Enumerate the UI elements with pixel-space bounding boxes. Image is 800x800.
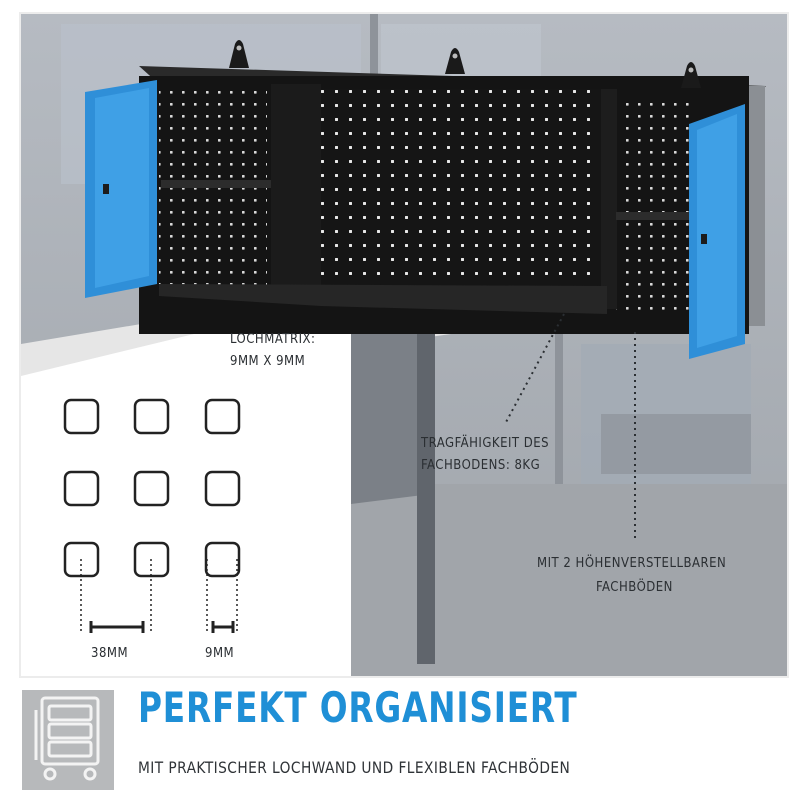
load-capacity-line1: TRAGFÄHIGKEIT DES — [421, 436, 550, 451]
shelf-right — [616, 212, 696, 220]
left-door-inner — [95, 88, 149, 288]
pegboard-center — [321, 89, 601, 294]
footer-banner: PERFEKT ORGANISIERT MIT PRAKTISCHER LOCH… — [0, 680, 800, 800]
hole-matrix-size: 9MM X 9MM — [230, 354, 306, 369]
cabinet-side — [749, 86, 765, 326]
workbench-leg — [417, 314, 435, 664]
door-lock-icon — [701, 234, 707, 244]
shelf-left — [161, 180, 271, 188]
hanging-bracket-icon — [445, 48, 465, 74]
door-lock-icon — [103, 184, 109, 194]
shelves-line2: FACHBÖDEN — [596, 580, 673, 595]
load-capacity-line2: FACHBODENS: 8KG — [421, 458, 541, 473]
headline: PERFEKT ORGANISIERT — [138, 683, 578, 732]
hole-width-label: 9MM — [205, 646, 235, 661]
subline: MIT PRAKTISCHER LOCHWAND UND FLEXIBLEN F… — [138, 758, 571, 777]
spacing-label: 38MM — [91, 646, 129, 661]
dimension-arrows — [89, 621, 235, 633]
hanging-bracket-icon — [681, 62, 701, 88]
product-photo: LOCHMATRIX: 9MM X 9MM TRAGFÄHIGKEIT DES … — [19, 12, 789, 678]
divider-panel — [601, 89, 617, 309]
light-area — [21, 296, 351, 676]
cabinet-scene — [21, 14, 787, 676]
divider-panel — [271, 84, 321, 294]
hole-matrix-title: LOCHMATRIX: — [230, 332, 316, 347]
pegboard-right — [616, 96, 696, 311]
hanging-bracket-icon — [229, 40, 249, 68]
workbench-panel — [351, 314, 431, 504]
workbench-shelf — [601, 414, 751, 474]
tool-cabinet-icon — [22, 690, 114, 790]
cabinet-bottom — [159, 284, 607, 314]
right-door-inner — [697, 114, 737, 348]
shelves-line1: MIT 2 HÖHENVERSTELLBAREN — [537, 556, 727, 571]
